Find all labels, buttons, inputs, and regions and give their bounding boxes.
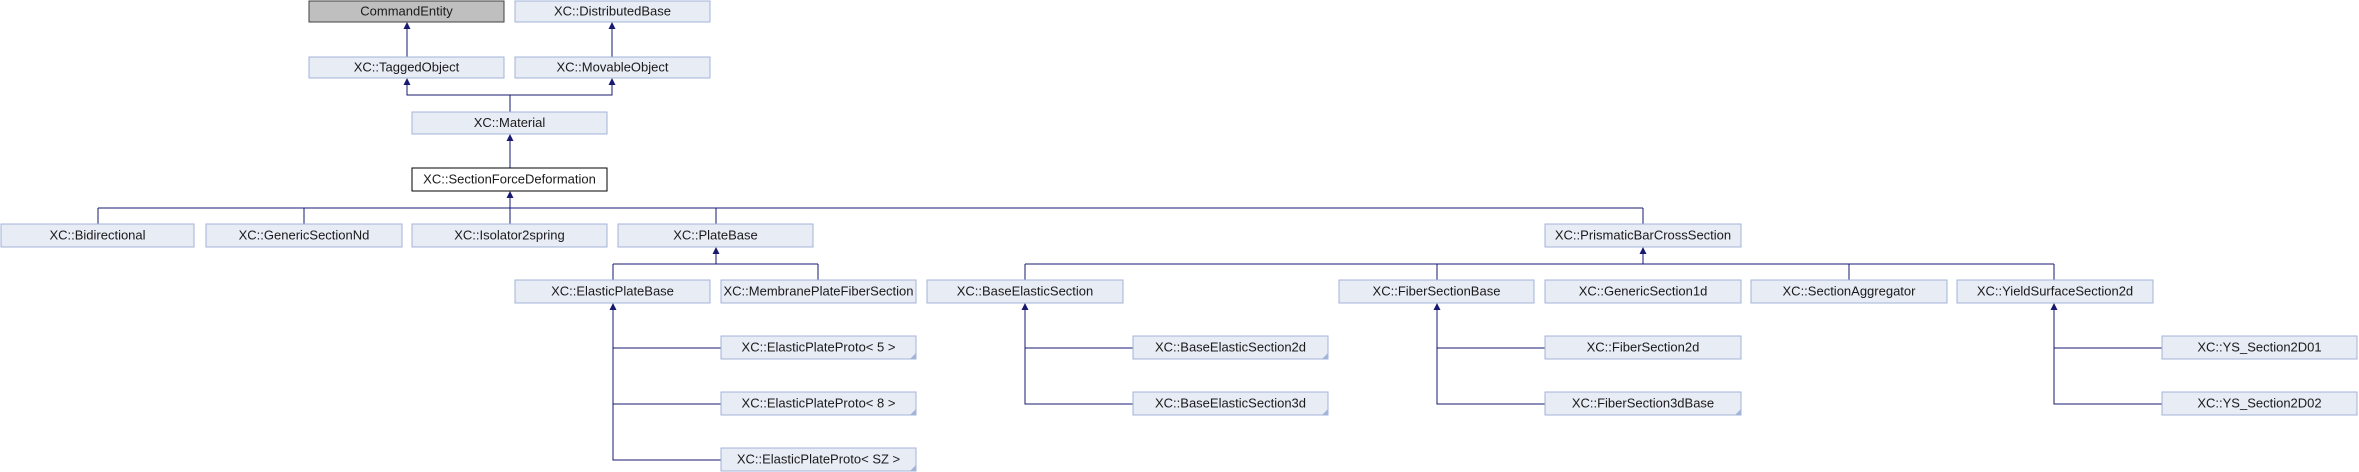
arrowhead [1639,247,1647,254]
node-base-elastic-section-3d[interactable]: XC::BaseElasticSection3d [1132,391,1329,416]
node-label: XC::YieldSurfaceSection2d [1977,284,2133,299]
edge-elastic-plate-proto-5 [612,310,721,349]
node-movable-object[interactable]: XC::MovableObject [514,56,711,79]
node-label: XC::Material [474,115,546,130]
arrowhead [1433,303,1441,310]
node-base-elastic-section-2d[interactable]: XC::BaseElasticSection2d [1132,335,1329,360]
node-base-elastic-section[interactable]: XC::BaseElasticSection [926,279,1124,304]
node-label: XC::GenericSectionNd [239,228,370,243]
arrowhead [506,191,514,198]
node-fiber-section-base[interactable]: XC::FiberSectionBase [1338,279,1535,304]
node-label: XC::BaseElasticSection [957,284,1094,299]
edge-ys-section-2d01 [2053,310,2162,349]
inheritance-edges [97,22,2162,461]
node-fiber-section-3d-base[interactable]: XC::FiberSection3dBase [1544,391,1742,416]
arrowhead [403,22,411,29]
arrowhead [403,78,411,85]
node-elastic-plate-proto-5[interactable]: XC::ElasticPlateProto< 5 > [720,335,917,360]
arrowhead [2050,303,2058,310]
arrowhead [1021,303,1029,310]
node-label: XC::SectionForceDeformation [423,172,596,187]
fold-corner-icon [910,409,916,415]
node-generic-section-nd[interactable]: XC::GenericSectionNd [205,223,403,248]
edge-fiber-section-3d-base [1436,348,1545,405]
node-elastic-plate-proto-8[interactable]: XC::ElasticPlateProto< 8 > [720,391,917,416]
fold-corner-icon [1735,409,1741,415]
node-label: XC::BaseElasticSection3d [1155,396,1306,411]
node-elastic-plate-base[interactable]: XC::ElasticPlateBase [514,279,711,304]
node-prismatic-bar-cross-section[interactable]: XC::PrismaticBarCrossSection [1544,223,1742,248]
node-label: XC::YS_Section2D01 [2197,340,2321,355]
node-isolator2spring[interactable]: XC::Isolator2spring [411,223,608,248]
node-label: XC::ElasticPlateBase [551,284,674,299]
fold-corner-icon [1322,409,1328,415]
node-label: XC::GenericSection1d [1579,284,1708,299]
node-label: CommandEntity [360,4,453,19]
node-tagged-object[interactable]: XC::TaggedObject [308,56,505,79]
node-ys-section-2d01[interactable]: XC::YS_Section2D01 [2161,335,2358,360]
edge-material-to-movable-object [510,85,613,96]
edge-base-elastic-section-3d [1024,348,1133,405]
node-label: XC::ElasticPlateProto< 8 > [742,396,896,411]
node-material[interactable]: XC::Material [411,111,608,135]
node-plate-base[interactable]: XC::PlateBase [617,223,814,248]
node-elastic-plate-proto-sz[interactable]: XC::ElasticPlateProto< SZ > [720,447,917,472]
node-label: XC::ElasticPlateProto< SZ > [737,452,900,467]
node-label: XC::FiberSection2d [1587,340,1700,355]
edge-material-to-tagged-object [406,85,511,112]
node-fiber-section-2d[interactable]: XC::FiberSection2d [1544,335,1742,360]
node-generic-section-1d[interactable]: XC::GenericSection1d [1544,279,1742,304]
node-label: XC::BaseElasticSection2d [1155,340,1306,355]
edge-ys-section-2d02 [2053,348,2162,405]
node-section-force-deformation[interactable]: XC::SectionForceDeformation [411,167,608,192]
edge-base-elastic-section-2d [1024,310,1133,349]
node-label: XC::MovableObject [557,60,669,75]
node-distributed-base[interactable]: XC::DistributedBase [514,0,711,23]
node-label: XC::MembranePlateFiberSection [723,284,913,299]
node-label: XC::ElasticPlateProto< 5 > [742,340,896,355]
node-yield-surface-section-2d[interactable]: XC::YieldSurfaceSection2d [1956,279,2154,304]
node-bidirectional[interactable]: XC::Bidirectional [0,223,195,248]
node-label: XC::YS_Section2D02 [2197,396,2321,411]
fold-corner-icon [910,465,916,471]
edge-elastic-plate-proto-8 [612,348,721,405]
arrowhead [712,247,720,254]
node-label: XC::FiberSectionBase [1373,284,1501,299]
node-command-entity[interactable]: CommandEntity [308,0,505,23]
fold-corner-icon [910,353,916,359]
arrowhead [608,78,616,85]
node-label: XC::FiberSection3dBase [1572,396,1714,411]
arrowhead [608,22,616,29]
node-section-aggregator[interactable]: XC::SectionAggregator [1750,279,1948,304]
node-label: XC::SectionAggregator [1783,284,1917,299]
node-label: XC::TaggedObject [354,60,460,75]
node-label: XC::Bidirectional [49,228,145,243]
fold-corner-icon [1322,353,1328,359]
node-membrane-plate-fiber-section[interactable]: XC::MembranePlateFiberSection [720,279,917,304]
node-ys-section-2d02[interactable]: XC::YS_Section2D02 [2161,391,2358,416]
arrowhead [609,303,617,310]
edge-fiber-section-2d [1436,310,1545,349]
node-label: XC::DistributedBase [554,4,671,19]
arrowhead [506,134,514,141]
node-label: XC::Isolator2spring [454,228,565,243]
node-label: XC::PrismaticBarCrossSection [1555,228,1731,243]
node-label: XC::PlateBase [673,228,758,243]
edge-elastic-plate-proto-sz [612,404,721,461]
